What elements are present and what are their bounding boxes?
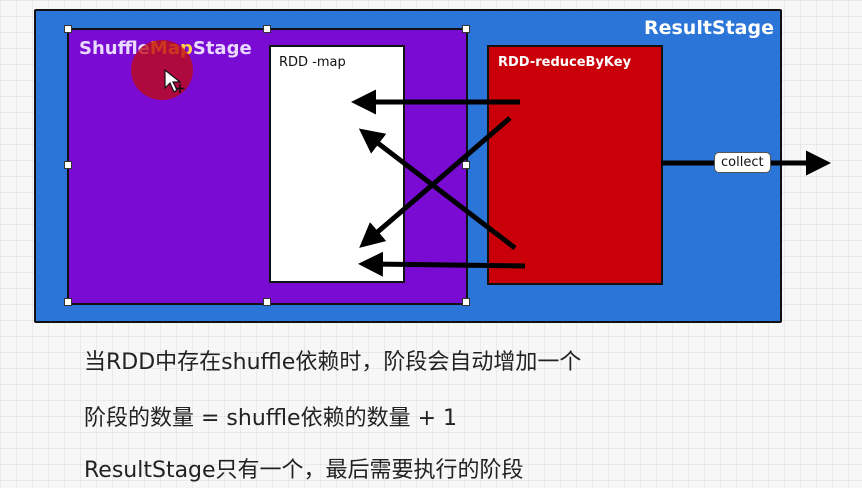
cursor-highlight	[131, 40, 193, 100]
shuffle-title-part1: Shuffle	[79, 38, 150, 59]
resize-handle-bottom[interactable]	[263, 298, 271, 306]
caption-line-2: 阶段的数量 = shuffle依赖的数量 + 1	[84, 406, 457, 431]
resize-handle-top[interactable]	[263, 25, 271, 33]
caption-line-3: ResultStage只有一个，最后需要执行的阶段	[84, 458, 524, 483]
shuffle-title-part2: Stage	[192, 38, 252, 59]
collect-label: collect	[714, 152, 771, 173]
result-stage-title: ResultStage	[643, 17, 774, 39]
resize-handle-bottom-right[interactable]	[462, 298, 470, 306]
caption-line-1: 当RDD中存在shuffle依赖时，阶段会自动增加一个	[84, 350, 582, 375]
shuffle-map-stage-box[interactable]: ShuffleMapStage	[67, 28, 468, 305]
resize-handle-top-left[interactable]	[64, 25, 72, 33]
move-cursor-icon	[164, 69, 185, 93]
resize-handle-bottom-left[interactable]	[64, 298, 72, 306]
rdd-map-box[interactable]: RDD -map	[269, 45, 405, 283]
rdd-map-title: RDD -map	[279, 55, 346, 70]
resize-handle-right[interactable]	[462, 161, 470, 169]
rdd-reducebykey-box[interactable]: RDD-reduceByKey	[487, 45, 663, 285]
resize-handle-left[interactable]	[64, 161, 72, 169]
resize-handle-top-right[interactable]	[462, 25, 470, 33]
rdd-reducebykey-title: RDD-reduceByKey	[498, 55, 632, 70]
